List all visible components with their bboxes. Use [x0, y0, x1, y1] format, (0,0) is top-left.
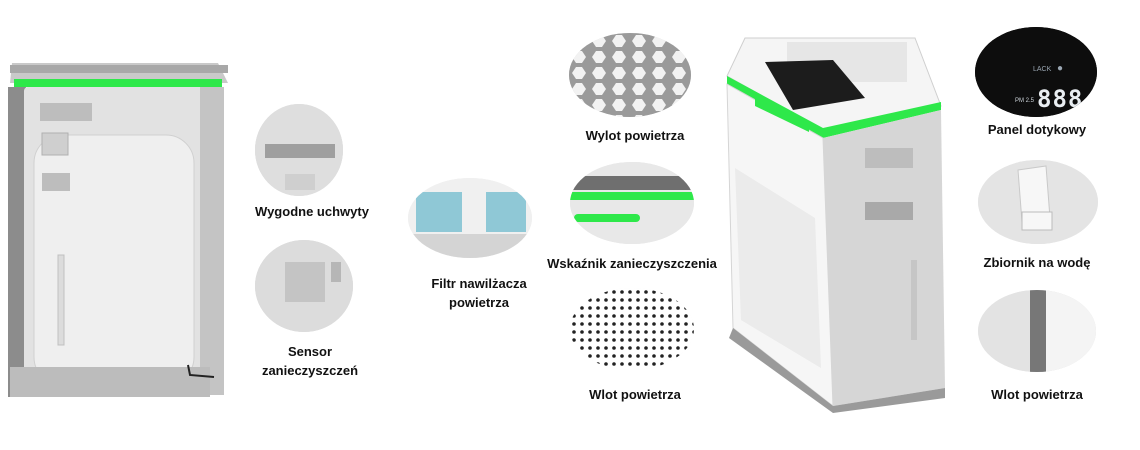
purifier-front-view	[715, 28, 947, 413]
purifier-rear-view	[0, 55, 240, 400]
label-sensor-line1: Sensor	[287, 344, 333, 359]
air-outlet-closeup	[569, 33, 691, 117]
label-sensor: Sensor zanieczyszczeń	[240, 342, 380, 380]
label-humidifier: Filtr nawilżacza powietrza	[405, 274, 553, 312]
water-drop-icon: ●	[1057, 63, 1064, 74]
label-air-outlet: Wylot powietrza	[585, 128, 685, 143]
label-sensor-line2: zanieczyszczeń	[261, 363, 359, 378]
touch-panel-closeup: LACK ● PM 2.5 888	[975, 27, 1097, 117]
label-pollution-indicator: Wskaźnik zanieczyszczenia	[547, 256, 717, 271]
label-air-inlet-side: Wlot powietrza	[991, 387, 1083, 402]
label-air-inlet-front: Wlot powietrza	[589, 387, 681, 402]
display-lack-text: LACK	[1033, 66, 1052, 73]
humidifier-filter-closeup	[408, 178, 532, 258]
label-water-tank: Zbiornik na wodę	[983, 255, 1091, 270]
sensor-closeup	[255, 240, 353, 332]
handles-closeup	[255, 104, 343, 196]
pollution-indicator-closeup	[570, 162, 694, 244]
display-pm-label: PM 2.5	[1015, 98, 1035, 104]
air-inlet-side-closeup	[978, 290, 1096, 372]
display-pm-digits: 888	[1037, 85, 1084, 113]
water-tank-closeup	[978, 160, 1098, 244]
label-touch-panel: Panel dotykowy	[987, 122, 1087, 137]
air-inlet-front-closeup	[570, 288, 694, 370]
label-handles: Wygodne uchwyty	[255, 204, 369, 219]
label-humidifier-line2: powietrza	[449, 295, 509, 310]
label-humidifier-line1: Filtr nawilżacza	[431, 276, 527, 291]
